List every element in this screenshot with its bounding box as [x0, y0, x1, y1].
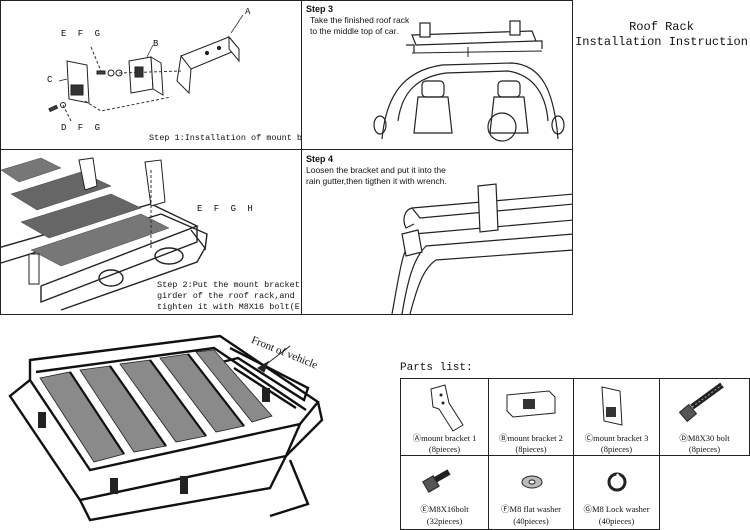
- front-arrow: [257, 345, 291, 373]
- part-b-name: Ⓑmount bracket 2: [499, 433, 563, 443]
- part-f-qty: (40pieces): [513, 516, 549, 526]
- step4-drawing: [391, 183, 572, 314]
- step3-text-l2: to the middle top of car.: [310, 26, 399, 36]
- step4-bracket: [401, 183, 499, 257]
- part-a-qty: (8pieces): [428, 444, 461, 454]
- part-a-cell: Ⓐmount bracket 1 (8pieces): [400, 378, 489, 456]
- part-d-icon: [678, 382, 724, 423]
- part-e-cell: ⒺM8X16bolt (32pieces): [400, 455, 489, 530]
- step4-heading: Step 4: [306, 154, 334, 164]
- step1-label-b: B: [153, 39, 162, 49]
- step2-caption-l3: tighten it with M8X16 bolt(E).: [157, 302, 302, 312]
- step1-fasteners: [48, 69, 123, 113]
- step2-brackets: [28, 157, 166, 285]
- step2-label-efgh: E F G H: [197, 204, 256, 214]
- step2-panel: E F G H Step 2:Put the mount bracket on …: [0, 149, 302, 315]
- part-e-name: ⒺM8X16bolt: [420, 504, 469, 514]
- part-d-name: ⒹM8X30 bolt: [679, 433, 730, 443]
- part-a-icon: [430, 384, 464, 432]
- step2-caption-l1: Step 2:Put the mount bracket on: [157, 280, 302, 290]
- step2-caption-l2: girder of the roof rack,and: [157, 291, 295, 301]
- part-c-icon: [601, 386, 623, 426]
- step1-label-c: C: [47, 75, 56, 85]
- part-c-cell: Ⓒmount bracket 3 (8pieces): [573, 378, 660, 456]
- step3-text-l1: Take the finished roof rack: [310, 15, 410, 25]
- step1-label-efg: E F G: [61, 29, 104, 39]
- part-e-qty: (32pieces): [426, 516, 463, 526]
- document-title-line2: Installation Instruction: [575, 35, 748, 49]
- document-title-line1: Roof Rack: [629, 20, 694, 34]
- step3-car-front: [373, 62, 565, 142]
- step1-panel: A B C E F G D F G Step 1:Installation of…: [0, 0, 302, 150]
- step4-panel: Step 4 Loosen the bracket and put it int…: [301, 149, 573, 315]
- part-f-cell: ⒻM8 flat washer (40pieces): [488, 455, 574, 530]
- part-c-name: Ⓒmount bracket 3: [584, 433, 649, 443]
- part-c-qty: (8pieces): [600, 444, 633, 454]
- step1-drawing: [48, 14, 244, 122]
- step3-panel: Step 3 Take the finished roof rack to th…: [301, 0, 573, 150]
- part-g-qty: (40pieces): [598, 516, 635, 526]
- step3-drawing: [373, 20, 565, 142]
- part-b-qty: (8pieces): [515, 444, 547, 454]
- step1-label-a: A: [245, 7, 254, 17]
- part-e-icon: [422, 469, 451, 493]
- part-g-icon: [607, 472, 627, 492]
- part-d-qty: (8pieces): [688, 444, 721, 454]
- part-b-icon: [506, 390, 556, 418]
- step3-roof-rack: [406, 20, 543, 53]
- step1-caption: Step 1:Installation of mount bracket: [149, 133, 302, 143]
- rack-mount-brackets: [38, 388, 270, 494]
- step2-drawing: [1, 157, 208, 311]
- step4-text-l2: rain gutter,then tigthen it with wrench.: [306, 176, 447, 186]
- part-f-name: ⒻM8 flat washer: [501, 504, 561, 514]
- part-b-cell: Ⓑmount bracket 2 (8pieces): [488, 378, 574, 456]
- step3-heading: Step 3: [306, 4, 334, 14]
- step1-assembly-lines: [62, 46, 182, 122]
- part-g-name: ⒼM8 Lock washer: [583, 504, 650, 514]
- step4-text-l1: Loosen the bracket and put it into the: [306, 165, 446, 175]
- part-a-name: Ⓐmount bracket 1: [412, 433, 477, 443]
- step1-label-dfg: D F G: [61, 123, 104, 133]
- bracket-a-illustration: [176, 35, 240, 95]
- bracket-c-illustration: [66, 60, 90, 104]
- part-f-icon: [521, 475, 543, 489]
- parts-grid: Ⓐmount bracket 1 (8pieces) Ⓑmount bracke…: [400, 378, 750, 530]
- part-d-cell: ⒹM8X30 bolt (8pieces): [659, 378, 750, 456]
- parts-list-heading: Parts list:: [400, 362, 473, 374]
- part-g-cell: ⒼM8 Lock washer (40pieces): [573, 455, 660, 530]
